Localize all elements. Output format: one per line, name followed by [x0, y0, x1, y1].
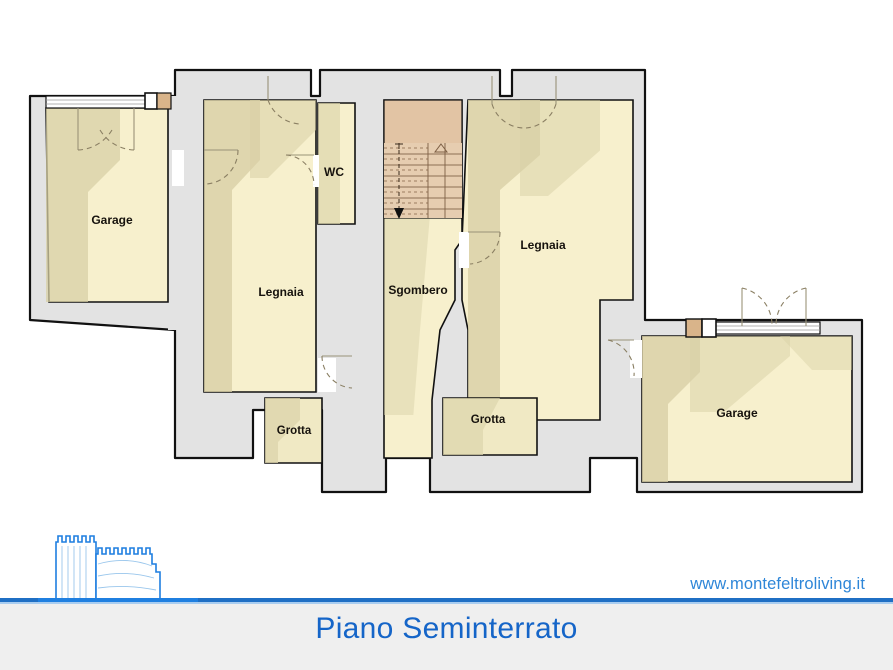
door-garage-left-to-legnaia [172, 149, 239, 186]
room-legnaia-left [203, 99, 317, 393]
footer-accent-rule-soft [0, 602, 893, 604]
door-legnaia-left-top [267, 76, 301, 125]
footer-accent-rule [0, 598, 893, 602]
floor-plan-drawing: Garage Legnaia WC Sgombero Legnaia Grott… [28, 68, 864, 494]
room-label-garage-right: Garage [716, 406, 758, 420]
door-garage-right-side [607, 339, 642, 378]
footer-band [0, 598, 893, 670]
door-garage-left-b [99, 108, 135, 151]
room-label-wc: WC [324, 165, 344, 179]
montefeltro-castle-logo [38, 535, 198, 602]
windows [45, 92, 821, 338]
website-url[interactable]: www.montefeltroliving.it [690, 575, 865, 593]
room-label-sgombero: Sgombero [388, 283, 447, 297]
room-grotta-center [442, 397, 538, 456]
room-garage-left [45, 107, 169, 303]
room-labels: Garage Legnaia WC Sgombero Legnaia Grott… [91, 165, 758, 437]
room-grotta-left [264, 397, 323, 464]
room-label-grotta-left: Grotta [277, 425, 312, 437]
window-garage-left-front [45, 92, 172, 110]
room-label-grotta-center: Grotta [471, 414, 506, 426]
door-legnaia-left-bottom [318, 355, 353, 392]
door-garage-right-a [741, 287, 773, 326]
room-label-garage-left: Garage [91, 213, 133, 227]
staircase-sgombero [383, 99, 463, 219]
floor-plan-title: Piano Seminterrato [315, 612, 578, 645]
stair-down-arrow [394, 208, 404, 219]
door-legnaia-right-top [491, 76, 557, 129]
room-garage-right [641, 335, 853, 483]
room-wc [317, 102, 356, 225]
room-label-legnaia-right: Legnaia [520, 238, 566, 252]
doors [77, 76, 807, 392]
window-garage-right-front [685, 318, 821, 338]
door-wc [285, 154, 319, 187]
door-garage-right-b [775, 287, 807, 326]
room-floors [45, 99, 853, 483]
room-label-legnaia-left: Legnaia [258, 285, 304, 299]
door-sgombero-to-legnaia-right [459, 231, 501, 268]
stair-up-arrow [434, 143, 448, 153]
door-garage-left-a [77, 108, 113, 151]
